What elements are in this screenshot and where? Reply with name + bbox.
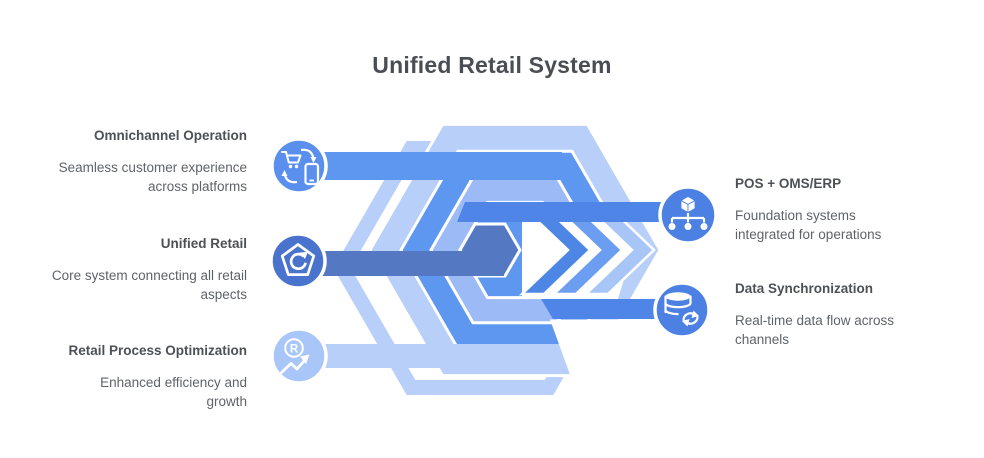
- node-unified: Unified Retail Core system connecting al…: [51, 236, 247, 304]
- node-omnichannel: Omnichannel Operation Seamless customer …: [51, 128, 247, 196]
- connector-pos: [457, 202, 688, 222]
- node-heading: Omnichannel Operation: [93, 128, 247, 143]
- node-pos: POS + OMS/ERP Foundation systems integra…: [735, 176, 907, 244]
- node-sync: Data Synchronization Real-time data flow…: [735, 281, 915, 349]
- cube-hierarchy-icon: [658, 185, 718, 245]
- node-description: Enhanced efficiency and growth: [100, 375, 247, 409]
- connector-sync: [541, 299, 682, 319]
- node-description: Foundation systems integrated for operat…: [735, 208, 882, 242]
- node-heading: Data Synchronization: [735, 281, 874, 296]
- node-heading: POS + OMS/ERP: [735, 176, 842, 191]
- svg-text:R: R: [290, 344, 299, 356]
- hexagon-bottomright-cutout: [550, 319, 720, 420]
- node-description: Seamless customer experience across plat…: [58, 160, 247, 194]
- node-description: Real-time data flow across channels: [735, 313, 895, 347]
- page-title: Unified Retail System: [372, 52, 612, 78]
- connector-unified: [300, 251, 504, 276]
- database-sync-icon: [653, 281, 711, 339]
- node-heading: Unified Retail: [160, 236, 247, 251]
- pentagon-refresh-icon: [269, 232, 327, 290]
- node-heading: Retail Process Optimization: [68, 343, 247, 358]
- cart-phone-sync-icon: [270, 137, 328, 195]
- connector-process: [300, 344, 600, 368]
- registered-growth-arrow-icon: R: [270, 327, 328, 385]
- connector-omnichannel: [300, 152, 562, 180]
- node-process: Retail Process Optimization Enhanced eff…: [68, 343, 247, 411]
- node-description: Core system connecting all retail aspect…: [51, 268, 247, 302]
